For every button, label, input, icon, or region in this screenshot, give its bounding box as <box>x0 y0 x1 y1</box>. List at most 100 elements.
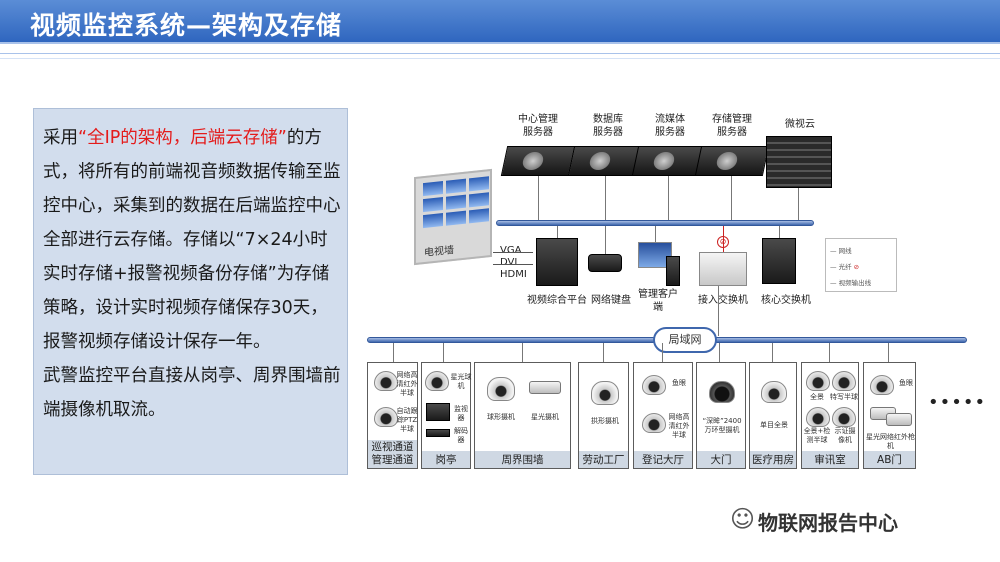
legend-fiber-label: 光纤 <box>838 263 852 271</box>
zone-3-note-1: 球形摄机 <box>487 413 515 421</box>
divider-top <box>0 53 1000 54</box>
title-bar: 视频监控系统—架构及存储 <box>0 0 1000 44</box>
decoder-icon <box>426 429 450 437</box>
zone-link-2 <box>443 343 444 362</box>
zone-3-note-2: 星光摄机 <box>531 413 559 421</box>
wechat-icon: ☺ <box>730 505 756 533</box>
hd-ir-dome-camera-icon <box>642 413 666 433</box>
zone-9-note-1: 鱼眼 <box>899 379 913 387</box>
starlight-ball-camera-icon <box>425 371 449 391</box>
ptz-dome-camera-icon <box>374 407 398 427</box>
device-label-2: 网络键盘 <box>591 295 631 306</box>
tv-wall-label: 电视墙 <box>424 244 454 260</box>
ir-dome-camera-icon <box>374 371 398 391</box>
core-network-bus <box>496 220 814 226</box>
description-highlight: “全IP的架构，后端云存储” <box>78 128 287 148</box>
device-label-5: 核心交换机 <box>761 295 811 306</box>
device-link-5 <box>779 226 780 238</box>
database-server-icon <box>567 146 643 176</box>
server-link-3 <box>668 176 669 222</box>
zone-6-label: 大门 <box>697 451 745 468</box>
zone-1-note-2: 自动跟踪PTZ半球 <box>396 407 418 433</box>
server-label-4-line1: 存储管理 <box>712 114 752 125</box>
port-dvi: DVI <box>500 257 518 268</box>
server-label-3-line1: 流媒体 <box>655 114 685 125</box>
zone-link-5 <box>662 343 663 362</box>
zone-link-3 <box>522 343 523 362</box>
zone-1-label: 巡视通道 管理通道 <box>368 440 417 468</box>
device-label-4: 接入交换机 <box>698 295 748 306</box>
zone-7-note-1: 单目全景 <box>760 421 788 429</box>
client-pc-icon <box>666 256 680 286</box>
starlight-bullet-camera-icon <box>529 381 561 394</box>
detection-dome-camera-icon <box>806 407 830 427</box>
server-label-2: 数据库服务器 <box>576 113 640 139</box>
zone-link-6 <box>719 343 720 362</box>
uplink-line <box>718 286 719 336</box>
zone-2-note-1: 星光球机 <box>450 373 472 390</box>
fisheye-camera-icon <box>642 375 666 395</box>
zone-5-label: 登记大厅 <box>634 451 692 468</box>
micro-cloud-storage-icon <box>766 136 832 188</box>
zone-link-1 <box>393 343 394 362</box>
zone-interrogation-room: 全景 特写半球 全景+检测半球 示证摄像机 审讯室 <box>801 362 859 469</box>
server-link-5 <box>798 188 799 222</box>
zone-3-label: 周界围墙 <box>475 451 570 468</box>
single-panorama-camera-icon <box>761 381 787 403</box>
zone-perimeter-wall: 球形摄机 星光摄机 周界围墙 <box>474 362 571 469</box>
zone-8-note-3: 全景+检测半球 <box>803 427 831 444</box>
zone-link-7 <box>772 343 773 362</box>
legend-video-out-label: 视频输出线 <box>838 279 872 287</box>
panorama-camera-icon <box>806 371 830 391</box>
zone-patrol-channel: 网络高清红外半球 自动跟踪PTZ半球 巡视通道 管理通道 <box>367 362 418 469</box>
zone-9-label: AB门 <box>864 451 915 468</box>
tv-wall-icon: 电视墙 <box>414 168 492 266</box>
server-label-5: 微视云 <box>768 118 832 131</box>
legend-network-cable: — 网线 <box>830 247 852 255</box>
page-title: 视频监控系统—架构及存储 <box>30 11 343 40</box>
legend-fiber: — 光纤 ⊘ <box>830 263 860 271</box>
server-label-1-line2: 服务器 <box>523 127 553 138</box>
zone-link-9 <box>888 343 889 362</box>
server-label-2-line1: 数据库 <box>593 114 623 125</box>
server-label-3: 流媒体服务器 <box>638 113 702 139</box>
zone-5-note-2: 网络高清红外半球 <box>668 413 690 439</box>
fiber-marker-icon: ⊘ <box>717 236 729 248</box>
zone-ab-gate: 鱼眼 星光网络红外枪机 AB门 <box>863 362 916 469</box>
device-link-1 <box>557 226 558 240</box>
description-body-2: 武警监控平台直接从岗亭、周界围墙前端摄像机取流。 <box>43 366 341 420</box>
zone-labor-factory: 拱形摄机 劳动工厂 <box>578 362 629 469</box>
zone-7-label: 医疗用房 <box>750 451 796 468</box>
zone-2-note-2: 监视器 <box>454 405 468 422</box>
description-box: 采用“全IP的架构，后端云存储”的方式，将所有的前端视音频数据传输至监控中心，采… <box>33 108 348 475</box>
server-label-2-line2: 服务器 <box>593 127 623 138</box>
more-zones-ellipsis: ••••• <box>928 392 987 413</box>
zone-8-note-4: 示证摄像机 <box>834 427 856 444</box>
zone-6-note-1: “深眸”2400万环型摄机 <box>702 417 742 434</box>
panoramic-camera-icon <box>709 381 735 403</box>
ball-camera-icon <box>487 377 515 401</box>
server-label-3-line2: 服务器 <box>655 127 685 138</box>
network-keyboard-icon <box>588 254 622 272</box>
zone-8-note-1: 全景 <box>810 393 824 401</box>
lan-cloud-icon: 局域网 <box>653 327 717 353</box>
zone-registration-hall: 鱼眼 网络高清红外半球 登记大厅 <box>633 362 693 469</box>
center-management-server-icon <box>500 146 576 176</box>
server-link-2 <box>605 176 606 222</box>
monitor-icon <box>426 403 450 421</box>
zone-2-note-3: 解码器 <box>454 427 468 444</box>
device-link-2 <box>605 226 606 254</box>
ab-fisheye-camera-icon <box>870 375 894 395</box>
zone-8-label: 审讯室 <box>802 451 858 468</box>
zone-medical-room: 单目全景 医疗用房 <box>749 362 797 469</box>
zone-guard-booth: 星光球机 监视器 解码器 岗亭 <box>421 362 472 469</box>
server-link-4 <box>731 176 732 222</box>
divider-bottom <box>0 58 1000 59</box>
port-hdmi: HDMI <box>500 269 527 280</box>
evidence-camera-icon <box>832 407 856 427</box>
zone-5-note-1: 鱼眼 <box>672 379 686 387</box>
watermark-text: 物联网报告中心 <box>758 511 898 535</box>
zone-main-gate: “深眸”2400万环型摄机 大门 <box>696 362 746 469</box>
server-label-4: 存储管理服务器 <box>700 113 764 139</box>
zone-4-note-1: 拱形摄机 <box>591 417 619 425</box>
